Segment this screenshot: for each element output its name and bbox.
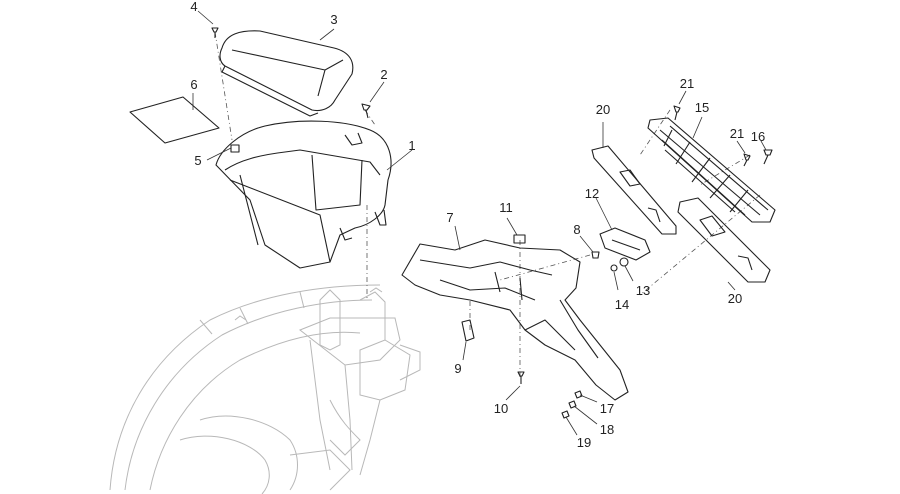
part-screw-21a xyxy=(673,105,681,121)
part-label-sticker xyxy=(129,96,220,144)
leader-lines xyxy=(192,10,767,436)
part-screw-8 xyxy=(591,251,600,259)
callout-6: 6 xyxy=(190,77,197,92)
part-clip-11 xyxy=(513,234,526,244)
part-18 xyxy=(568,400,577,409)
callout-20-upper: 20 xyxy=(596,102,610,117)
callout-13: 13 xyxy=(636,283,650,298)
callout-4: 4 xyxy=(190,0,197,14)
callout-9: 9 xyxy=(454,361,461,376)
part-screw-10 xyxy=(517,371,525,384)
callout-7: 7 xyxy=(446,210,453,225)
part-reflector xyxy=(599,227,651,261)
part-rear-mudguard xyxy=(401,239,629,401)
callout-1: 1 xyxy=(408,138,415,153)
callout-18: 18 xyxy=(600,422,614,437)
part-screw-4 xyxy=(211,27,219,38)
callout-8: 8 xyxy=(573,222,580,237)
part-washer-13 xyxy=(619,257,629,267)
callout-19: 19 xyxy=(577,435,591,450)
callout-21-upper: 21 xyxy=(680,76,694,91)
part-license-plate-holder xyxy=(647,117,776,223)
callout-12: 12 xyxy=(585,186,599,201)
part-19 xyxy=(561,410,570,419)
part-clip-5 xyxy=(230,144,240,153)
part-nut-14 xyxy=(610,264,618,272)
callout-2: 2 xyxy=(380,67,387,82)
callout-16: 16 xyxy=(751,129,765,144)
part-17 xyxy=(574,390,583,399)
callout-11: 11 xyxy=(499,200,513,215)
part-screw-2 xyxy=(361,103,371,119)
callout-15: 15 xyxy=(695,100,709,115)
callout-labels: 1 2 3 4 5 6 7 8 9 10 11 12 13 14 15 16 1… xyxy=(190,0,765,450)
callout-14: 14 xyxy=(615,297,629,312)
part-screw-16 xyxy=(763,149,773,165)
part-screw-21b xyxy=(743,153,751,167)
callout-20-lower: 20 xyxy=(728,291,742,306)
callout-10: 10 xyxy=(494,401,508,416)
part-plate-bracket-upper xyxy=(591,145,677,235)
callout-5: 5 xyxy=(194,153,201,168)
part-storage-lid xyxy=(219,30,354,117)
scooter-frame-outline xyxy=(109,284,421,494)
callout-21-lower: 21 xyxy=(730,126,744,141)
callout-3: 3 xyxy=(330,12,337,27)
callout-17: 17 xyxy=(600,401,614,416)
part-bracket-9 xyxy=(461,319,475,342)
part-helmet-compartment xyxy=(215,120,392,269)
part-plate-frame-lower xyxy=(677,197,771,283)
